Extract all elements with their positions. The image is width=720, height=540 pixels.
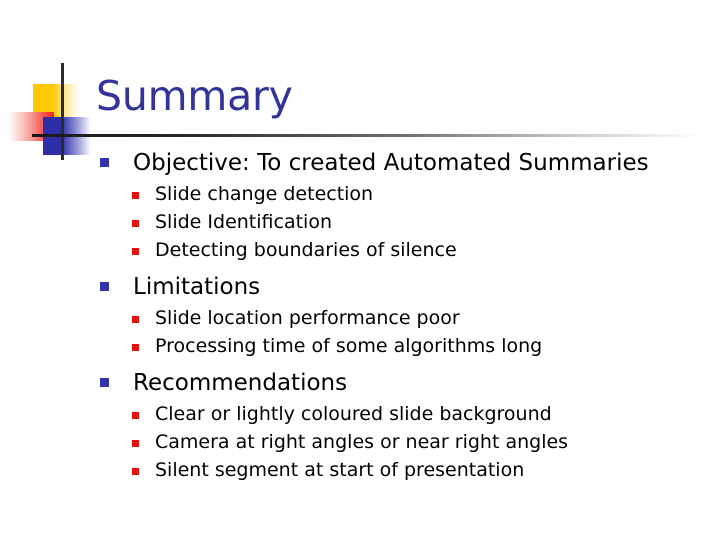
sub-bullet-text: Slide location performance poor [155, 307, 460, 329]
section-heading-text: Limitations [133, 274, 261, 300]
section-spacer [0, 265, 720, 272]
sub-bullet-text: Processing time of some algorithms long [155, 335, 543, 357]
level2-bullet-square-icon [132, 412, 139, 419]
level2-bullet-square-icon [132, 468, 139, 475]
sub-bullet-text: Camera at right angles or near right ang… [155, 431, 569, 453]
slide-body: Objective: To created Automated Summarie… [0, 148, 720, 485]
section-heading-row: Limitations [0, 272, 720, 305]
slide-title: Summary [96, 72, 293, 120]
section-heading-text: Objective: To created Automated Summarie… [133, 150, 649, 176]
sub-bullet-row: Silent segment at start of presentation [0, 457, 720, 485]
sub-bullet-text: Slide Identification [155, 211, 332, 233]
level1-bullet-square-icon [100, 158, 109, 167]
level2-bullet-square-icon [132, 316, 139, 323]
section-heading-row: Objective: To created Automated Summarie… [0, 148, 720, 181]
section-heading-text: Recommendations [133, 370, 348, 396]
section-spacer [0, 361, 720, 368]
sub-bullet-row: Slide change detection [0, 181, 720, 209]
sub-bullet-row: Clear or lightly coloured slide backgrou… [0, 401, 720, 429]
title-divider-rule [32, 134, 704, 137]
section-heading-row: Recommendations [0, 368, 720, 401]
level2-bullet-square-icon [132, 192, 139, 199]
sub-bullet-row: Detecting boundaries of silence [0, 237, 720, 265]
level2-bullet-square-icon [132, 440, 139, 447]
logo-vertical-line-icon [61, 63, 64, 160]
sub-bullet-row: Processing time of some algorithms long [0, 333, 720, 361]
sub-bullet-text: Silent segment at start of presentation [155, 459, 525, 481]
sub-bullet-row: Slide location performance poor [0, 305, 720, 333]
sub-bullet-text: Clear or lightly coloured slide backgrou… [155, 403, 552, 425]
sub-bullet-text: Slide change detection [155, 183, 374, 205]
logo-yellow-square-icon [33, 84, 79, 119]
sub-bullet-text: Detecting boundaries of silence [155, 239, 457, 261]
level2-bullet-square-icon [132, 248, 139, 255]
level2-bullet-square-icon [132, 344, 139, 351]
sub-bullet-row: Camera at right angles or near right ang… [0, 429, 720, 457]
level1-bullet-square-icon [100, 282, 109, 291]
level2-bullet-square-icon [132, 220, 139, 227]
level1-bullet-square-icon [100, 378, 109, 387]
sub-bullet-row: Slide Identification [0, 209, 720, 237]
